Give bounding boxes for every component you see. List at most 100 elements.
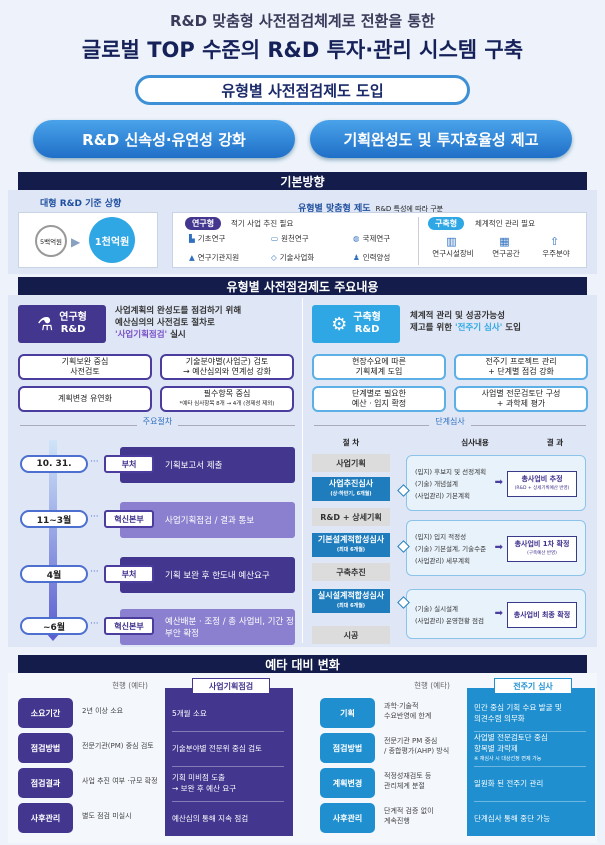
new-column <box>165 688 293 836</box>
new-label: 전주기 심사 <box>494 678 572 694</box>
subtitle: R&D 맞춤형 사전점검체계로 전환을 통한 <box>170 12 435 30</box>
globe-icon: ◍ <box>353 234 360 243</box>
new-value: 일원화 된 전주기 관리 <box>474 778 544 788</box>
to-amount: 1천억원 <box>89 217 135 263</box>
review-item: (기술) 개념설계 <box>415 480 459 488</box>
review-result: 총사업비 최종 확정 <box>507 602 577 628</box>
current-value: 별도 점검 미실시 <box>82 812 132 820</box>
step-date: 11~3월 <box>20 510 88 528</box>
new-label: 사업기획점검 <box>192 678 270 694</box>
new-value: 예산심의 통해 지속 점검 <box>172 813 249 823</box>
equipment-icon: ▥ <box>446 235 457 248</box>
timeline-arrow <box>49 440 57 635</box>
step-actor: 혁신본부 <box>104 617 154 635</box>
flask-icon: ▲ <box>189 253 195 262</box>
microscope-icon: ⚗ <box>37 313 54 335</box>
proc-title: 주요절차 <box>20 416 295 427</box>
row-label: 사후관리 <box>320 803 375 833</box>
step-actor: 부처 <box>104 455 154 473</box>
divider <box>418 217 419 265</box>
monitor-icon: ▭ <box>271 234 279 243</box>
review-item: (사업관리) 세부계획 <box>415 557 470 565</box>
item-facility: ▥연구시설장비 <box>432 235 474 258</box>
research-tag: 연구형 <box>185 217 222 230</box>
threshold-label: 대형 R&D 기준 상향 <box>40 199 122 209</box>
review-item: (사업관리) 기본계획 <box>415 492 470 500</box>
research-card: 계획변경 유연화 <box>18 386 152 412</box>
handshake-icon: ◇ <box>271 253 277 262</box>
goal-speed: R&D 신속성·유연성 강화 <box>33 120 295 158</box>
review-box: (입지) 입지 적정성 (기술) 기본설계, 기술수준 (사업관리) 세부계획 ➡ 총사… <box>406 520 586 576</box>
dots: ··· <box>90 619 99 629</box>
new-value: 5개월 소요 <box>172 708 207 718</box>
arrow-right-icon: ➡ <box>494 608 503 619</box>
divider <box>172 766 284 767</box>
types-box: 연구형 적기 사업 추진 필요 ▙기초연구 ▭원천연구 ◍국제연구 ▲연구기관지… <box>172 212 587 268</box>
dots: ··· <box>90 457 99 467</box>
review-item: (사업관리) 운영현황 점검 <box>415 617 485 625</box>
compare-header: 예타 대비 변화 <box>18 655 587 673</box>
review-item: (입지) 입지 적정성 <box>415 533 467 541</box>
page-title: 글로벌 TOP 수준의 R&D 투자·관리 시스템 구축 <box>81 38 524 62</box>
current-value: 적정성재검토 등 관리체계 분절 <box>384 772 432 790</box>
review-item: (기술) 실시설계 <box>415 605 459 613</box>
review-box: (입지) 후보지 및 선정계획(기술) 개념설계(사업관리) 기본계획➡총사업비… <box>406 455 586 511</box>
review-box: (기술) 실시설계 (사업관리) 운영현황 점검 ➡ 총사업비 최종 확정 <box>406 589 586 639</box>
row-label: 계획변경 <box>320 768 375 798</box>
step-date: 4월 <box>20 565 88 583</box>
from-amount: 5백억원 <box>35 225 67 257</box>
build-tag: 구축형 <box>428 217 465 230</box>
item-basic: ▙기초연구 <box>189 234 226 243</box>
threshold-box: 5백억원 ▶ 1천억원 <box>18 212 158 268</box>
basic-header: 기본방향 <box>18 172 587 190</box>
step-actor: 혁신본부 <box>104 510 154 528</box>
rocket-icon: ⇧ <box>549 235 560 248</box>
row-label: 소요기간 <box>18 698 73 728</box>
gear-icon: ⚙ <box>331 313 348 335</box>
row-label: 점검방법 <box>18 733 73 763</box>
flow-review-step: 기본설계적합성심사(최대 6개월) <box>312 533 390 557</box>
new-value: 단계심사 통해 중단 가능 <box>474 813 551 823</box>
types-label: 유형별 맞춤형 제도 <box>298 204 371 214</box>
arrow-right-icon: ➡ <box>494 542 503 553</box>
step-actor: 부처 <box>104 565 154 583</box>
people-icon: ♟ <box>353 253 360 262</box>
review-item: (기술) 기본설계, 기술수준 <box>415 545 487 553</box>
lab-icon: ▙ <box>189 234 195 243</box>
step-date: 10. 31. <box>20 455 88 473</box>
divider <box>302 298 303 643</box>
current-label: 현행 (예타) <box>112 681 148 690</box>
dots: ··· <box>90 567 99 577</box>
goal-efficiency: 기획완성도 및 투자효율성 제고 <box>310 120 572 158</box>
flow-review-step: 사업추진심사(상·하반기, 6개월) <box>312 477 390 501</box>
current-value: 전문기관 PM 중심 / 종합평가(AHP) 방식 <box>384 737 450 755</box>
research-desc: 적기 사업 추진 필요 <box>231 219 294 228</box>
item-space: ▦연구공간 <box>492 235 520 258</box>
flow-review-step: 실시설계적합성심사(최대 6개월) <box>312 589 390 613</box>
new-value: 기획 미비점 도출 → 보완 후 예산 요구 <box>172 773 237 793</box>
divider <box>474 731 586 732</box>
review-result: 총사업비 1차 확정(구축예산 반영) <box>507 536 577 562</box>
row-label: 기획 <box>320 698 375 728</box>
divider <box>172 801 284 802</box>
build-card: 사업별 전문검토단 구성+ 과학제 평가 <box>454 386 588 412</box>
step-date: ~6월 <box>20 617 88 635</box>
item-intl: ◍국제연구 <box>353 234 391 243</box>
row-label: 사후관리 <box>18 803 73 833</box>
types-note: R&D 특성에 따라 구분 <box>375 205 444 213</box>
current-value: 사업 추진 여부 ·규모 확정 <box>82 777 158 785</box>
types-heading: 유형별 맞춤형 제도 R&D 특성에 따라 구분 <box>298 196 443 215</box>
col-result: 결 과 <box>546 438 564 447</box>
flow-step: R&D + 상세기획 <box>312 508 390 526</box>
divider <box>172 731 284 732</box>
content-header: 유형별 사전점검제도 주요내용 <box>18 277 587 295</box>
col-review: 심사내용 <box>461 438 489 447</box>
divider <box>474 766 586 767</box>
building-icon: ▦ <box>499 235 510 248</box>
item-source: ▭원천연구 <box>271 234 309 243</box>
